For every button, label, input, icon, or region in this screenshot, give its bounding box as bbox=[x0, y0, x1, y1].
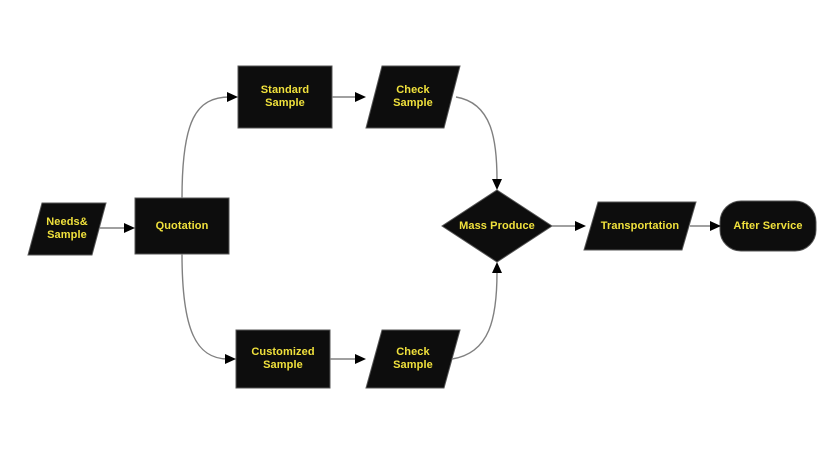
arrowhead-quotation-to-customized bbox=[225, 354, 236, 364]
node-shape-check-sample-bottom[interactable] bbox=[365, 329, 461, 389]
node-shape-mass-produce[interactable] bbox=[441, 189, 553, 263]
arrowhead-customized-to-check-bottom bbox=[355, 354, 366, 364]
node-shape-quotation[interactable] bbox=[134, 197, 230, 255]
arrowhead-transportation-to-after-service bbox=[710, 221, 721, 231]
arrowhead-check-top-to-mass bbox=[492, 179, 502, 190]
node-shape-needs-sample[interactable] bbox=[27, 202, 107, 256]
arrowhead-needs-to-quotation bbox=[124, 223, 135, 233]
node-shape-customized-sample[interactable] bbox=[235, 329, 331, 389]
shape-layer bbox=[27, 65, 817, 389]
arrowhead-mass-to-transportation bbox=[575, 221, 586, 231]
node-shape-after-service[interactable] bbox=[719, 200, 817, 252]
arrowhead-check-bottom-to-mass bbox=[492, 262, 502, 273]
node-shape-standard-sample[interactable] bbox=[237, 65, 333, 129]
connector-check-bottom-to-mass bbox=[451, 271, 498, 360]
connector-check-top-to-mass bbox=[455, 96, 498, 181]
connector-layer bbox=[100, 96, 714, 360]
node-shape-transportation[interactable] bbox=[583, 201, 697, 251]
arrowhead-layer bbox=[124, 92, 721, 364]
arrowhead-standard-to-check-top bbox=[355, 92, 366, 102]
connector-quotation-to-customized bbox=[181, 253, 229, 360]
node-shape-check-sample-top[interactable] bbox=[365, 65, 461, 129]
connector-quotation-to-standard bbox=[181, 96, 231, 199]
arrowhead-quotation-to-standard bbox=[227, 92, 238, 102]
